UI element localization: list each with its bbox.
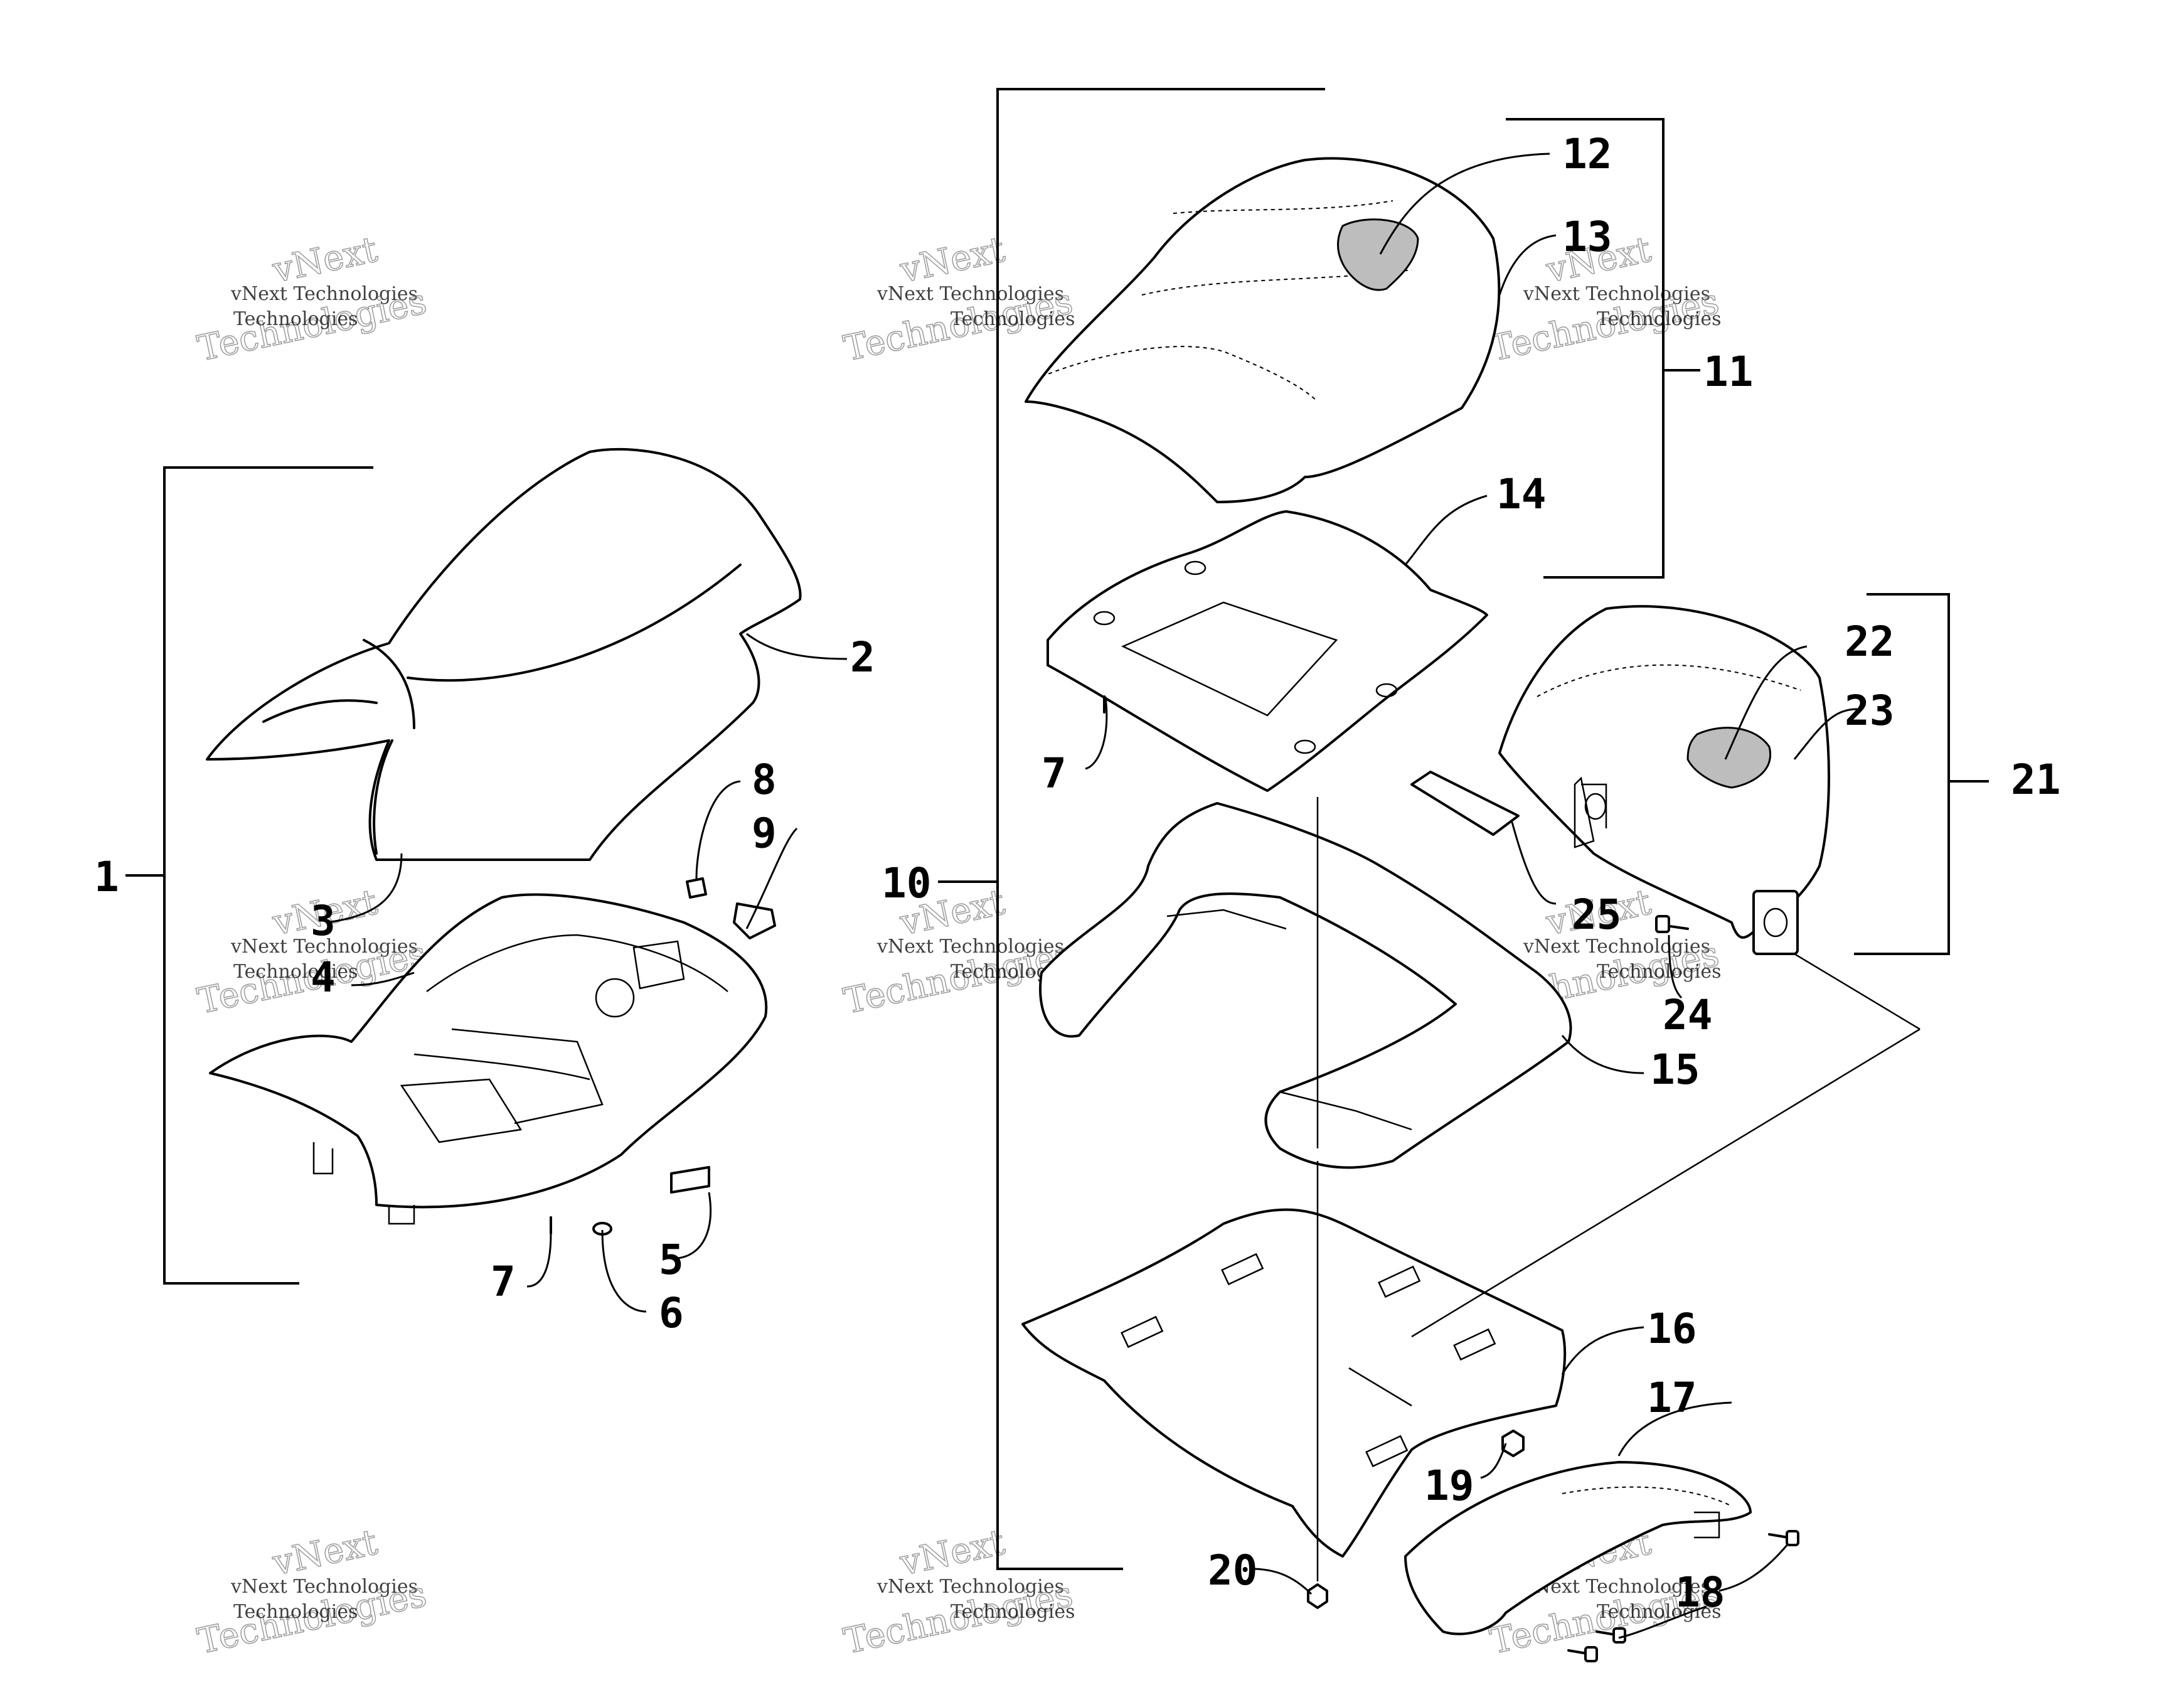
clip-8 <box>686 877 707 899</box>
watermark-top-left: vNext vNext Technologies Technologies Te… <box>194 228 431 370</box>
label-patch-12 <box>1337 218 1419 291</box>
svg-text:vNext Technologies: vNext Technologies <box>230 283 418 305</box>
backrest-23 <box>1498 605 1830 955</box>
svg-text:vNext: vNext <box>896 229 1008 291</box>
callout-23: 23 <box>1845 687 1894 735</box>
callout-14: 14 <box>1496 470 1546 518</box>
svg-text:vNext Technologies: vNext Technologies <box>1523 283 1710 305</box>
callout-24: 24 <box>1663 991 1712 1039</box>
svg-text:vNext Technologies: vNext Technologies <box>230 1576 418 1598</box>
callout-19: 19 <box>1424 1462 1474 1510</box>
bolt-24 <box>1655 915 1689 933</box>
bolts-18 <box>1567 1530 1799 1662</box>
callout-13: 13 <box>1562 213 1612 261</box>
callout-12: 12 <box>1562 130 1612 178</box>
nut-20 <box>1307 1583 1328 1609</box>
callout-4: 4 <box>311 953 336 1002</box>
callout-3: 3 <box>311 897 336 945</box>
callout-17: 17 <box>1647 1374 1697 1422</box>
svg-text:Technologies: Technologies <box>233 308 358 330</box>
svg-text:vNext Technologies: vNext Technologies <box>876 283 1064 305</box>
callout-6: 6 <box>659 1289 684 1337</box>
callout-25: 25 <box>1572 890 1621 939</box>
callout-18: 18 <box>1675 1568 1725 1617</box>
callouts: 1 2 3 4 5 6 7 8 9 10 11 12 13 14 7 15 16… <box>94 130 2060 1617</box>
svg-text:Technologies: Technologies <box>1597 961 1722 983</box>
svg-text:vNext Technologies: vNext Technologies <box>1523 936 1710 958</box>
seat-cover-2 <box>206 447 802 862</box>
svg-text:vNext Technologies: vNext Technologies <box>876 1576 1064 1598</box>
svg-text:vNext: vNext <box>896 1522 1008 1584</box>
callout-7-left: 7 <box>491 1258 516 1306</box>
svg-text:vNext Technologies: vNext Technologies <box>876 936 1064 958</box>
callout-22: 22 <box>1845 618 1894 666</box>
seat-frame-15 <box>1039 802 1572 1169</box>
callout-10: 10 <box>882 859 931 907</box>
watermark-bottom-left: vNext vNext Technologies Technologies Te… <box>194 1521 431 1662</box>
latch-plate-5 <box>670 1166 710 1194</box>
callout-5: 5 <box>659 1236 684 1284</box>
callout-21: 21 <box>2011 756 2060 804</box>
callout-20: 20 <box>1208 1546 1257 1595</box>
alignment-lines <box>1316 797 1920 1581</box>
decal-25 <box>1410 771 1520 836</box>
seat-base-4 <box>209 893 768 1225</box>
callout-16: 16 <box>1647 1305 1697 1353</box>
svg-text:Technologies: Technologies <box>1597 308 1722 330</box>
latch-9 <box>733 902 776 939</box>
svg-text:Technologies: Technologies <box>1597 1601 1722 1623</box>
bracket-assembly-11 <box>1506 118 1700 579</box>
svg-text:Technologies: Technologies <box>233 961 358 983</box>
svg-text:Technologies: Technologies <box>951 308 1075 330</box>
svg-text:vNext: vNext <box>269 1522 381 1584</box>
label-patch-22 <box>1686 727 1772 789</box>
rack-frame-16 <box>1021 1208 1567 1558</box>
svg-text:Technologies: Technologies <box>951 1601 1075 1623</box>
bracket-assembly-21 <box>1854 593 1989 955</box>
watermark-top-center: vNext vNext Technologies Technologies Te… <box>840 228 1077 370</box>
leader-lines <box>326 152 1858 1639</box>
callout-8: 8 <box>752 756 777 804</box>
seat-pan-14 <box>1047 510 1488 792</box>
callout-7-center: 7 <box>1041 749 1067 798</box>
callout-1: 1 <box>94 853 119 901</box>
callout-2: 2 <box>850 633 875 682</box>
bracket-assembly-10 <box>938 88 1325 1570</box>
passenger-seat-13 <box>1025 157 1501 503</box>
callout-11: 11 <box>1703 348 1753 396</box>
watermark-bottom-center: vNext vNext Technologies Technologies Te… <box>840 1521 1077 1662</box>
svg-text:vNext: vNext <box>269 229 381 291</box>
grab-rail-17 <box>1404 1461 1752 1635</box>
svg-text:Technologies: Technologies <box>233 1601 358 1623</box>
callout-9: 9 <box>752 809 777 857</box>
svg-text:vNext Technologies: vNext Technologies <box>230 936 418 958</box>
bracket-assembly-1 <box>125 466 373 1285</box>
callout-15: 15 <box>1650 1045 1700 1094</box>
